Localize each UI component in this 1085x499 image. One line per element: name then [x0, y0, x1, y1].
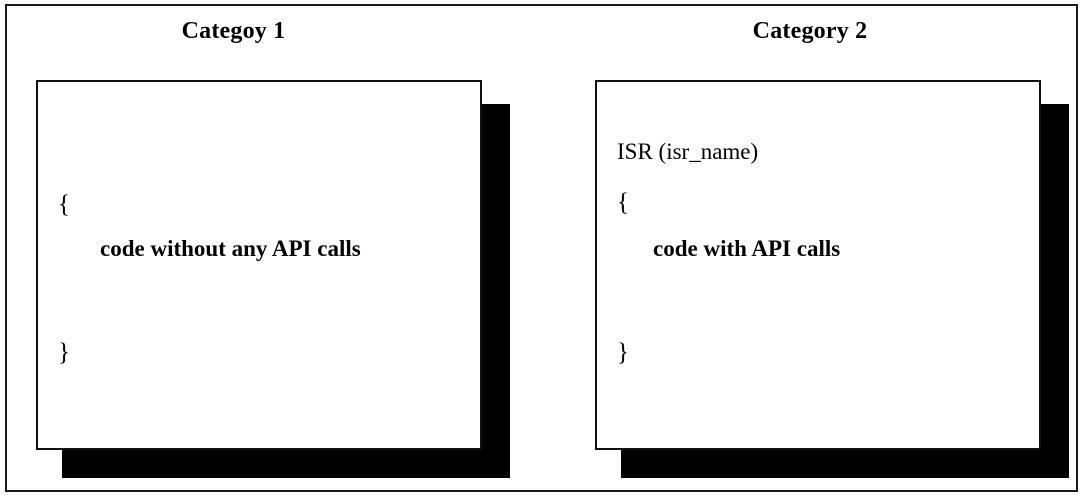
code-open-brace: { — [58, 191, 70, 218]
category-column-2: Category 2 ISR (isr_name) { code with AP… — [543, 0, 1085, 499]
code-close-brace: } — [58, 339, 70, 366]
code-signature-line: ISR (isr_name) — [617, 139, 759, 164]
category-column-1: Categoy 1 { code without any API calls } — [36, 18, 510, 478]
category-1-code-card: { code without any API calls } — [36, 80, 482, 450]
code-close-brace: } — [617, 339, 629, 366]
code-open-brace: { — [617, 189, 629, 216]
code-body-text: code without any API calls — [100, 236, 361, 261]
category-2-title: Category 2 — [752, 18, 868, 44]
card-body: { code without any API calls } — [38, 82, 480, 448]
code-body-text: code with API calls — [653, 236, 841, 261]
category-1-title: Categoy 1 — [181, 18, 286, 44]
category-2-card-group: ISR (isr_name) { code with API calls } — [595, 80, 1069, 478]
category-2-code-card: ISR (isr_name) { code with API calls } — [595, 80, 1041, 450]
category-1-card-group: { code without any API calls } — [36, 80, 510, 478]
card-body: ISR (isr_name) { code with API calls } — [597, 82, 1039, 448]
